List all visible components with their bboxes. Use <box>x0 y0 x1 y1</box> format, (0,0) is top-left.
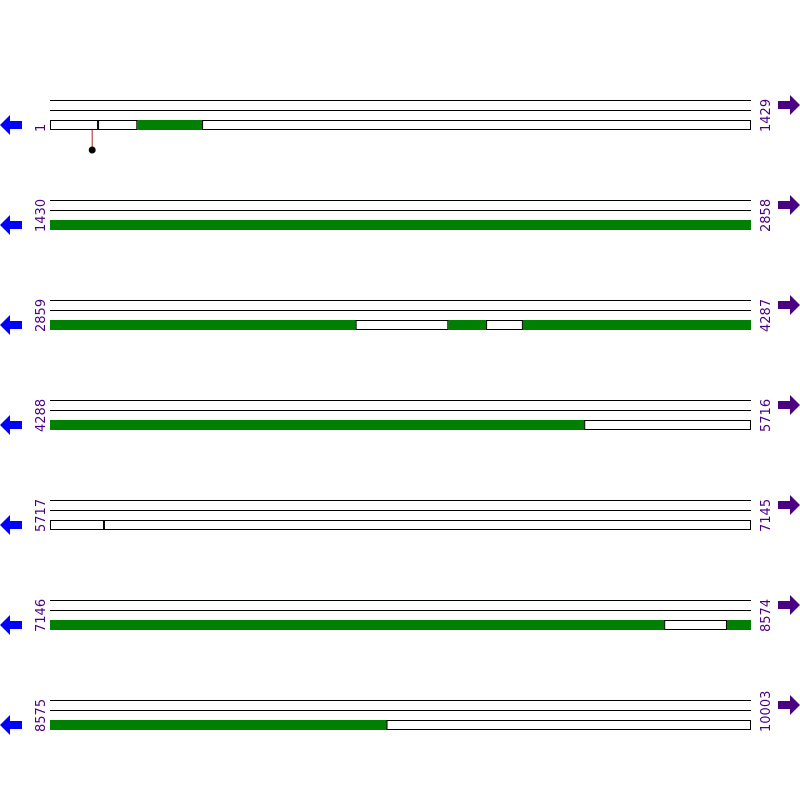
feature-block <box>50 620 665 630</box>
row-start-label: 1430 <box>34 199 49 232</box>
marker-head[interactable] <box>88 146 96 154</box>
gap-block <box>103 520 751 530</box>
row-end-label: 10003 <box>759 691 774 732</box>
row-end-label: 7145 <box>759 499 774 532</box>
gap-block <box>486 320 523 330</box>
gap-block <box>98 120 138 130</box>
row-end-label: 1429 <box>759 99 774 132</box>
feature-block <box>50 720 387 730</box>
row-end-label: 4287 <box>759 299 774 332</box>
right-arrow-icon[interactable] <box>778 195 800 215</box>
right-arrow-icon[interactable] <box>778 695 800 715</box>
right-arrow-icon[interactable] <box>778 95 800 115</box>
row-start-label: 1 <box>34 124 49 132</box>
row-start-label: 7146 <box>34 599 49 632</box>
left-arrow-icon[interactable] <box>0 215 22 235</box>
feature-block <box>726 620 751 630</box>
feature-block <box>448 320 487 330</box>
row-end-label: 8574 <box>759 599 774 632</box>
left-arrow-icon[interactable] <box>0 415 22 435</box>
row-start-label: 5717 <box>34 499 49 532</box>
gap-block <box>50 520 104 530</box>
left-arrow-icon[interactable] <box>0 715 22 735</box>
feature-block <box>137 120 203 130</box>
right-arrow-icon[interactable] <box>778 395 800 415</box>
right-arrow-icon[interactable] <box>778 495 800 515</box>
gap-block <box>664 620 727 630</box>
row-start-label: 8575 <box>34 699 49 732</box>
left-arrow-icon[interactable] <box>0 315 22 335</box>
gap-block <box>202 120 752 130</box>
feature-block <box>50 420 585 430</box>
right-arrow-icon[interactable] <box>778 595 800 615</box>
row-end-label: 2858 <box>759 199 774 232</box>
row-start-label: 4288 <box>34 399 49 432</box>
left-arrow-icon[interactable] <box>0 115 22 135</box>
gap-block <box>584 420 751 430</box>
row-end-label: 5716 <box>759 399 774 432</box>
left-arrow-icon[interactable] <box>0 515 22 535</box>
gap-block <box>50 120 99 130</box>
left-arrow-icon[interactable] <box>0 615 22 635</box>
feature-block <box>50 220 751 230</box>
feature-block <box>50 320 356 330</box>
right-arrow-icon[interactable] <box>778 295 800 315</box>
gap-block <box>355 320 449 330</box>
gap-block <box>386 720 751 730</box>
row-start-label: 2859 <box>34 299 49 332</box>
feature-block <box>522 320 751 330</box>
